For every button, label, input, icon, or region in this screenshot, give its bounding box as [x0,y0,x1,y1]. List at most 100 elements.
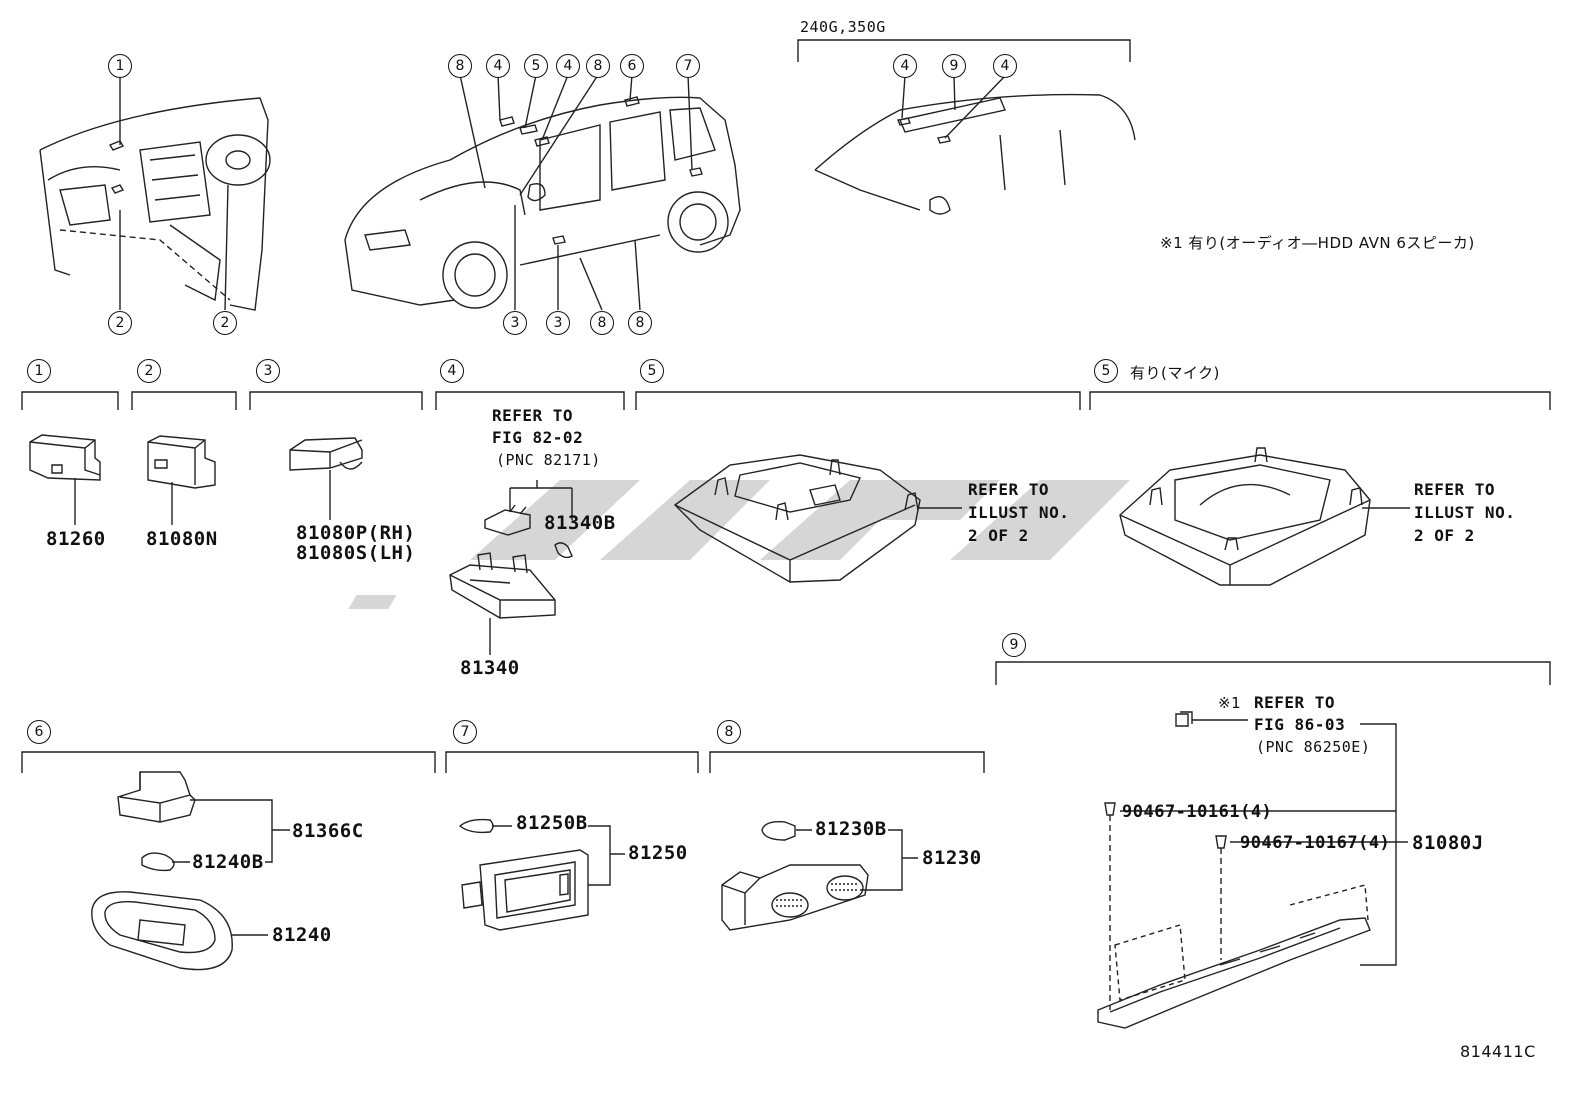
part-81230B-drawing [761,820,796,841]
callout-8: 8 [590,311,614,335]
leader-81366C [190,799,290,863]
part-81260-drawing [29,434,101,525]
bracket-6 [21,751,436,773]
refer-text-4-line1: REFER TO [492,406,574,425]
audio-option-note: ※1 有り(オーディオ―HDD AVN 6スピーカ) [1160,234,1475,252]
callout-8: 8 [586,54,610,78]
part-number-90467-10167[interactable]: 90467-10167(4) [1240,833,1391,853]
bracket-8 [709,751,985,773]
roof-illustration [814,93,1136,215]
section-number-4: 4 [440,359,464,383]
part-number-81340B[interactable]: 81340B [544,512,616,534]
leader-line [519,74,599,196]
leader-line [459,74,486,189]
callout-5: 5 [524,54,548,78]
part-81340-drawing [449,552,556,655]
part-number-81340[interactable]: 81340 [460,657,520,679]
leader-line [541,74,569,141]
bracket-2 [131,391,237,410]
part-number-81240[interactable]: 81240 [272,924,332,946]
refer-text-4-line3: (PNC 82171) [496,451,601,469]
part-number-81240B[interactable]: 81240B [192,851,264,873]
section-number-3: 3 [256,359,280,383]
bracket-1 [21,391,119,410]
leader-line [953,75,956,111]
section-number-5: 5 [640,359,664,383]
callout-4: 4 [993,54,1017,78]
part-number-81080P[interactable]: 81080P(RH) [296,522,416,544]
section-number-9: 9 [1002,633,1026,657]
leader-81080J [1120,723,1408,966]
map-lamp-mic-drawing [1119,447,1371,586]
leader-line [224,184,229,311]
leader-81230 [796,829,918,891]
screw-90467-10161 [1104,802,1116,1010]
section-number-8: 8 [717,720,741,744]
part-number-81366C[interactable]: 81366C [292,820,364,842]
bracket-3 [249,391,423,410]
refer-text-9-line2[interactable]: FIG 86-03 [1254,715,1346,734]
leader-line [524,74,537,129]
refer-text-5-line3: 2 OF 2 [968,526,1029,545]
part-81250B-drawing [458,818,494,834]
callout-4: 4 [556,54,580,78]
part-number-81250B[interactable]: 81250B [516,812,588,834]
refer-text-4-line2[interactable]: FIG 82-02 [492,428,584,447]
part-number-81230B[interactable]: 81230B [815,818,887,840]
map-lamp-drawing [673,454,921,583]
variant-bracket [797,39,1131,62]
bracket-9 [995,661,1551,685]
refer-text-5-line2[interactable]: ILLUST NO. [968,503,1070,522]
part-number-81250[interactable]: 81250 [628,842,688,864]
callout-3: 3 [546,311,570,335]
refer-mark-9: ※1 [1218,694,1242,712]
part-number-90467-10161[interactable]: 90467-10161(4) [1122,802,1273,822]
part-81250-drawing [461,849,589,931]
callout-2: 2 [213,311,237,335]
part-number-81230[interactable]: 81230 [922,847,982,869]
leader-81250 [492,825,625,886]
bracket-7 [445,751,699,773]
section-number-1: 1 [27,359,51,383]
callout-6: 6 [620,54,644,78]
part-86250E-drawing [1175,711,1193,727]
part-number-81080S[interactable]: 81080S(LH) [296,542,416,564]
part-81240-drawing [91,891,268,971]
bracket-5 [635,391,1081,410]
refer-text-5b-line2[interactable]: ILLUST NO. [1414,503,1516,522]
leader-line [629,74,633,101]
refer-text-5b-line1: REFER TO [1414,480,1496,499]
mic-option-caption: 有り(マイク) [1130,364,1220,382]
figure-id: 814411C [1460,1042,1536,1061]
bracket-5b [1089,391,1551,410]
screw-90467-10167 [1215,835,1227,960]
section-number-7: 7 [453,720,477,744]
part-number-81260[interactable]: 81260 [46,528,106,550]
part-81230-drawing [721,864,869,931]
leader-line [634,239,641,311]
callout-7: 7 [676,54,700,78]
bracket-4 [435,391,625,410]
refer-text-9-line3: (PNC 86250E) [1256,738,1371,756]
callout-4: 4 [486,54,510,78]
refer-text-5-line1: REFER TO [968,480,1050,499]
part-81080P-drawing [289,437,363,520]
part-81080J-drawing [1097,884,1371,1029]
part-81240B-drawing [141,852,175,872]
part-number-81080J[interactable]: 81080J [1412,832,1484,854]
leader-line [579,257,603,311]
part-number-81080N[interactable]: 81080N [146,528,218,550]
part-81366C-drawing [117,771,196,823]
section-number-5b: 5 [1094,359,1118,383]
leader-line [901,75,906,119]
refer-text-9-line1: REFER TO [1254,693,1336,712]
refer-text-5b-line3: 2 OF 2 [1414,526,1475,545]
callout-4: 4 [893,54,917,78]
section-number-2: 2 [137,359,161,383]
callout-2: 2 [108,311,132,335]
callout-8: 8 [448,54,472,78]
callout-8: 8 [628,311,652,335]
variant-label: 240G,350G [800,18,886,36]
